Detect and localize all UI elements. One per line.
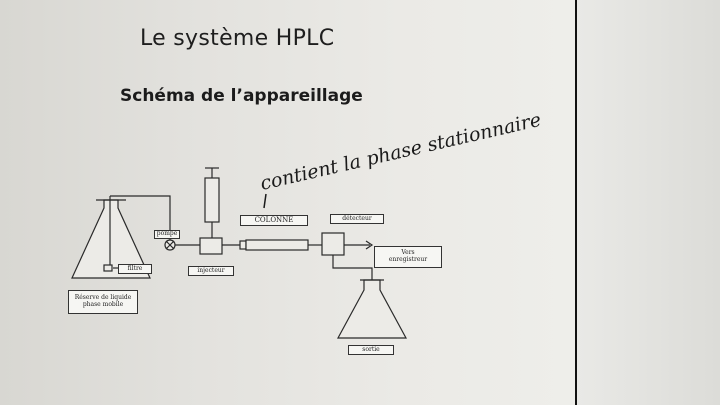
- pump-label: pompe: [154, 230, 180, 239]
- column-connector: [239, 240, 247, 250]
- detector-block: [321, 232, 345, 256]
- recorder-label-line1: Vers: [401, 249, 415, 257]
- tube-detector-outlet: [332, 255, 373, 290]
- annotation-text: contient la phase stationnaire: [258, 109, 543, 195]
- reservoir-label-line1: Réserve de liquide: [74, 294, 132, 302]
- outlet-flask: [336, 279, 408, 339]
- outlet-label: sortie: [348, 345, 394, 355]
- annotation-pointer: [263, 193, 267, 209]
- diagram-subtitle: Schéma de l’appareillage: [120, 86, 363, 106]
- filter-label: filtre: [118, 264, 152, 274]
- document-page: [0, 0, 575, 405]
- page-edge: [575, 0, 577, 405]
- syringe: [204, 177, 220, 223]
- filter-element: [103, 264, 113, 272]
- background-sheet: [577, 0, 720, 405]
- detector-label: détecteur: [330, 214, 384, 224]
- recorder-label-line2: enregistreur: [388, 256, 428, 263]
- injector-label: injecteur: [188, 266, 234, 276]
- column-tube: [245, 239, 309, 251]
- column-label: COLONNE: [240, 215, 308, 226]
- reservoir-label: Réserve de liquide phase mobile: [68, 290, 138, 314]
- reservoir-label-line2: phase mobile: [82, 301, 124, 308]
- page-title: Le système HPLC: [140, 26, 335, 51]
- tube-reservoir-pump: [110, 195, 171, 240]
- injector-block: [199, 237, 223, 255]
- recorder-label: Vers enregistreur: [374, 246, 442, 268]
- handwritten-annotation: contient la phase stationnaire: [258, 109, 543, 195]
